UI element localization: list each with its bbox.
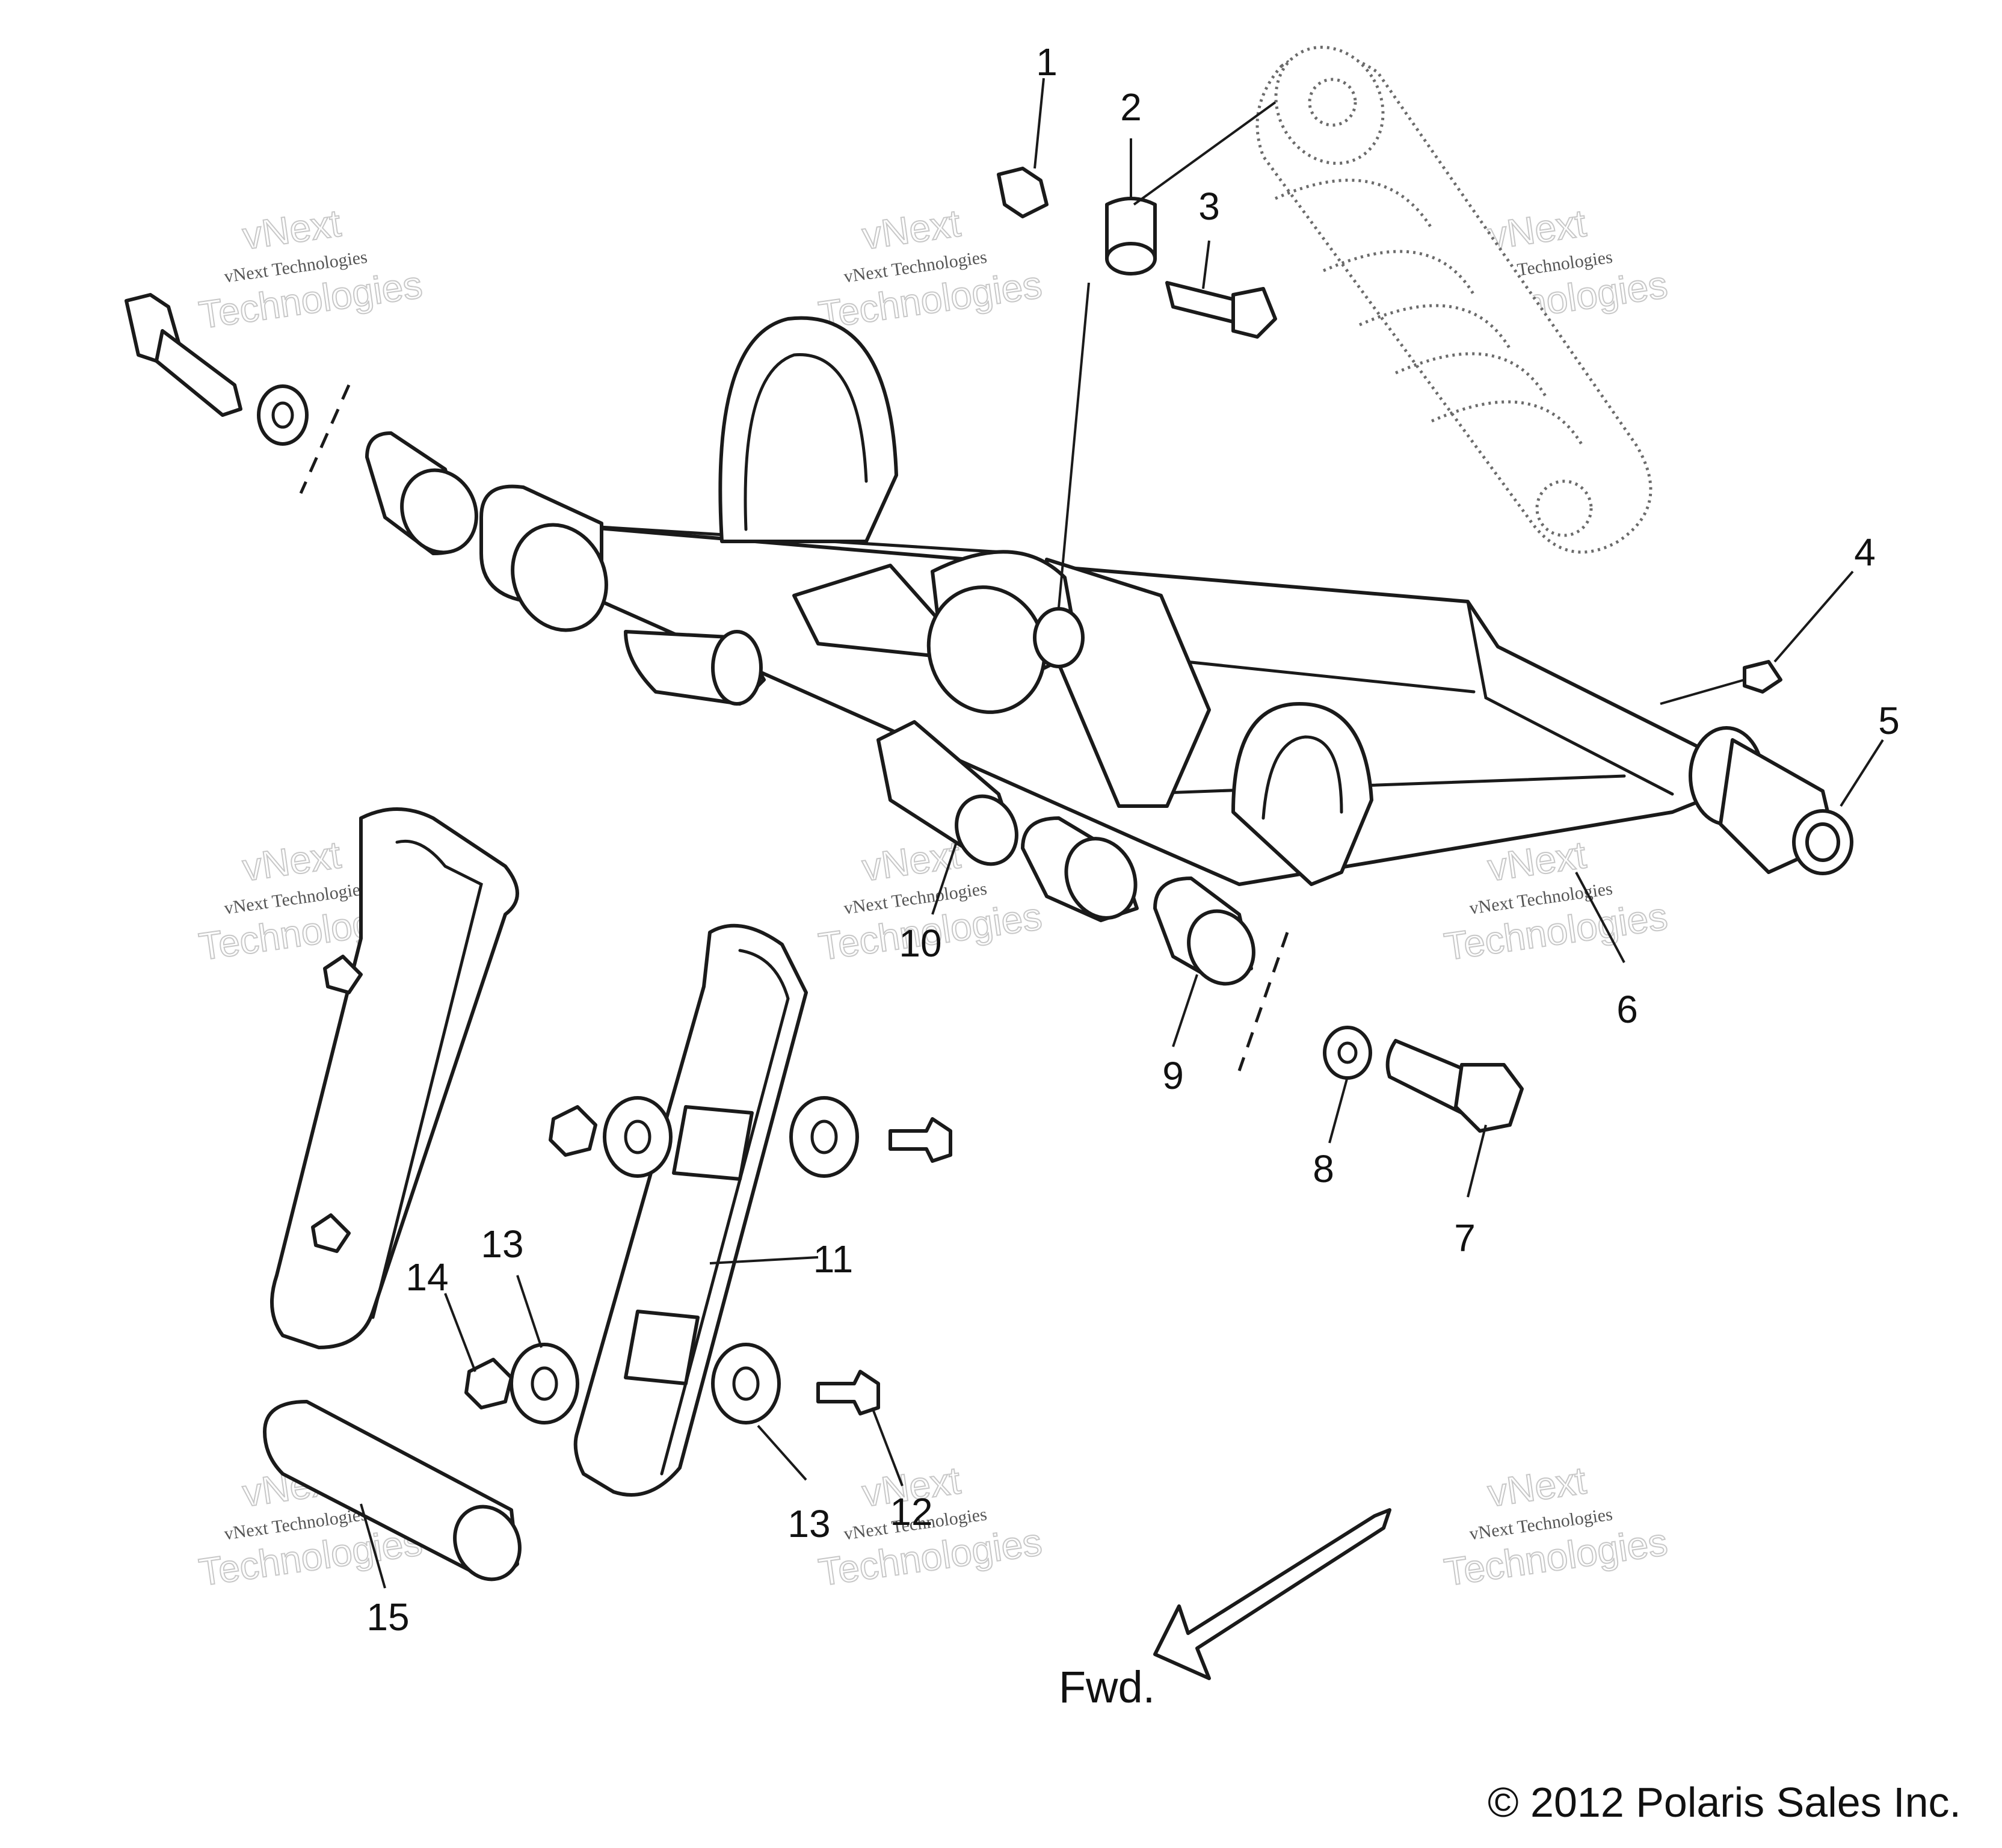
callout-6: 6 [1616, 988, 1638, 1031]
shock-absorber [1255, 46, 1652, 554]
callout-9: 9 [1162, 1054, 1184, 1097]
break-lines [299, 384, 1289, 1071]
callout-13: 13 [787, 1502, 830, 1545]
callout-4: 4 [1854, 531, 1876, 574]
forward-label: Fwd. [1059, 1662, 1155, 1712]
watermark-text: vNext [860, 833, 963, 889]
callout-2: 2 [1120, 85, 1142, 129]
forward-arrow: Fwd. [1059, 1508, 1391, 1712]
callout-1: 1 [1036, 40, 1058, 84]
callout-8: 8 [1313, 1147, 1334, 1190]
linkage-rear [270, 807, 519, 1349]
sleeve-10 [876, 720, 1018, 866]
callout-13: 13 [481, 1222, 523, 1266]
grease-fitting [1743, 660, 1782, 694]
top-fasteners [997, 167, 1277, 339]
pivot-bolt-left [125, 293, 309, 446]
callout-10: 10 [899, 922, 941, 965]
watermark-text: vNext [240, 833, 343, 889]
callout-14: 14 [405, 1255, 448, 1299]
bushing-9 [1021, 816, 1255, 986]
pivot-bolt-right [1323, 1026, 1524, 1133]
pivot-bushing [624, 630, 766, 706]
watermark: vNext vNext Technologies Technologies [1441, 1458, 1671, 1594]
watermark: vNext vNext Technologies Technologies [815, 200, 1045, 337]
watermark-text: vNext [860, 201, 963, 257]
swing-arm-assembly [540, 316, 1853, 886]
left-pivot [365, 431, 608, 632]
callout-12: 12 [890, 1490, 932, 1533]
callout-15: 15 [366, 1595, 409, 1639]
bushing-15 [263, 1400, 522, 1582]
watermark-text: vNext [240, 201, 343, 257]
callout-7: 7 [1454, 1216, 1476, 1260]
callout-11: 11 [813, 1237, 853, 1281]
copyright-text: © 2012 Polaris Sales Inc. [1488, 1779, 1961, 1826]
watermark-text: vNext [1485, 1458, 1589, 1515]
callout-5: 5 [1878, 699, 1900, 742]
leader-lines [360, 78, 1884, 1589]
linkage-front [573, 923, 808, 1497]
callout-3: 3 [1198, 185, 1220, 228]
watermark: vNext vNext Technologies Technologies [196, 200, 425, 337]
callouts: 1 2 3 4 5 6 7 8 9 10 11 12 13 13 14 15 [366, 40, 1899, 1639]
linkage-hardware [464, 1096, 952, 1424]
